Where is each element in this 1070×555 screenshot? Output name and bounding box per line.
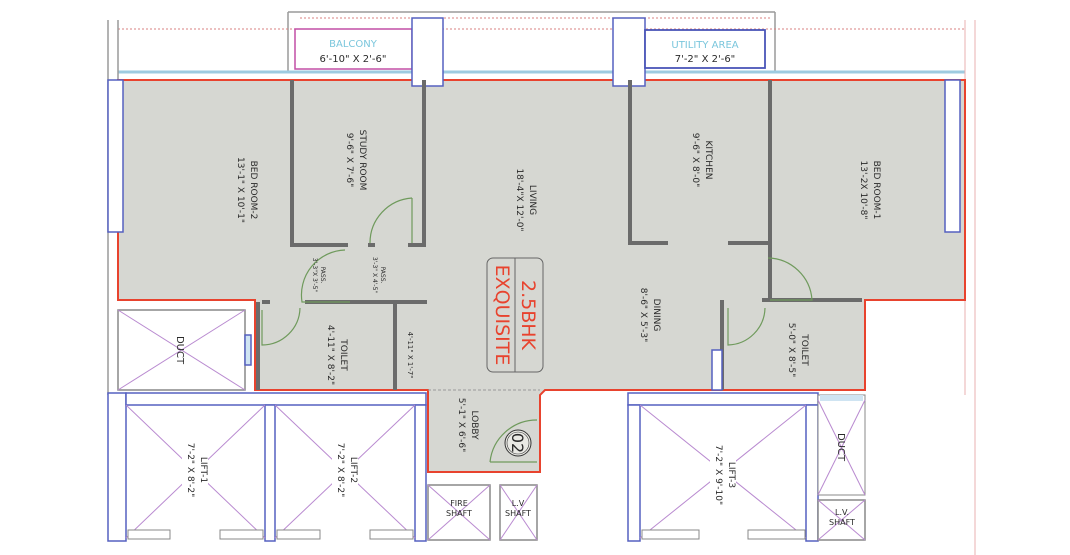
room-size: 8'-6" X 5'-3" (638, 288, 648, 343)
shaft-line1: L.V (512, 499, 525, 508)
window (944, 79, 961, 233)
room-living: LIVING 18'-4"X 12'-0" (514, 168, 537, 231)
duct-right: DUCT (817, 394, 866, 496)
shaft-line2: SHAFT (505, 509, 531, 518)
shaft-line1: L.V. (835, 508, 849, 517)
duct-label: DUCT (174, 336, 185, 365)
lift-size: 7'-2" X 8'-2" (185, 443, 195, 498)
balcony: BALCONY 6'-10" X 2'-6" (294, 28, 413, 70)
room-name: BED ROOM-1 (871, 161, 881, 220)
room-pass-1: PASS. 3'-3"X 3'-5" (311, 258, 326, 293)
room-closet: 4'-11" X 1'-7" (406, 332, 414, 379)
room-size: 9'-6" X 8'-0" (690, 133, 700, 188)
room-kitchen: KITCHEN 9'-6" X 8'-0" (690, 133, 713, 188)
room-name: LOBBY (469, 410, 479, 440)
lift-name: LIFT-3 (726, 462, 736, 488)
room-toilet-right: TOILET 5'-0" X 8'-5" (786, 323, 809, 378)
room-size: 3'-3"X 3'-5" (311, 258, 318, 293)
unit-number-text: 02 (508, 433, 527, 453)
balcony-size: 6'-10" X 2'-6" (320, 54, 387, 65)
room-size: 13'-1" X 10'-1" (235, 157, 245, 223)
lift-3: LIFT-3 7'-2" X 9'-10" (639, 404, 807, 540)
room-lobby: LOBBY 5'-1" X 6'-6" (456, 398, 479, 453)
balcony-label: BALCONY (329, 39, 378, 50)
lift-name: LIFT-2 (348, 457, 358, 483)
lift-size: 7'-2" X 8'-2" (335, 443, 345, 498)
room-name: PASS. (379, 267, 386, 284)
room-size: 9'-6" X 7'-6" (344, 133, 354, 188)
room-name: DINING (651, 299, 661, 332)
room-dining: DINING 8'-6" X 5'-3" (638, 288, 661, 343)
apartment-floor (117, 79, 966, 473)
room-bedroom-1: BED ROOM-1 13'-2X 10'-8" (858, 161, 881, 220)
duct-label: DUCT (835, 433, 846, 462)
lift-name: LIFT-1 (198, 457, 208, 483)
shaft-line2: SHAFT (829, 518, 855, 527)
column (411, 17, 444, 87)
room-study: STUDY ROOM 9'-6" X 7'-6" (344, 130, 367, 191)
shaft-line2: SHAFT (446, 509, 472, 518)
room-size: 4'-11" X 8'-2" (325, 325, 335, 385)
room-name: STUDY ROOM (357, 130, 367, 191)
room-toilet-left: TOILET 4'-11" X 8'-2" (325, 325, 348, 385)
room-size: 13'-2X 10'-8" (858, 161, 868, 220)
utility-size: 7'-2" X 2'-6" (675, 54, 736, 65)
doors (261, 197, 813, 463)
lift-2: LIFT-2 7'-2" X 8'-2" (274, 404, 416, 540)
room-bedroom-2: BED ROOM-2 13'-1" X 10'-1" (235, 157, 258, 223)
utility-area: UTILITY AREA 7'-2" X 2'-6" (644, 29, 766, 69)
window (107, 79, 124, 233)
shaft-line1: FIRE (450, 499, 468, 508)
room-size: 18'-4"X 12'-0" (514, 168, 524, 231)
room-pass-2: PASS. 3'-3" X 4'-5" (371, 257, 386, 294)
lv-shaft-left: L.V SHAFT (499, 484, 538, 541)
room-size: 5'-1" X 6'-6" (456, 398, 466, 453)
duct-left: DUCT (117, 309, 252, 391)
column (612, 17, 646, 87)
room-name: BED ROOM-2 (248, 161, 258, 220)
room-name: TOILET (799, 333, 809, 366)
lv-shaft-right: L.V. SHAFT (817, 499, 866, 541)
lift-size: 7'-2" X 9'-10" (713, 445, 723, 505)
badge-line2: EXQUISITE (491, 265, 513, 366)
badge-line1: 2.5BHK (517, 280, 539, 351)
fire-shaft: FIRE SHAFT (427, 484, 491, 541)
room-name: TOILET (338, 338, 348, 371)
room-size: 5'-0" X 8'-5" (786, 323, 796, 378)
unit-type-badge: 2.5BHK EXQUISITE (486, 257, 544, 373)
room-name: PASS. (319, 267, 326, 284)
unit-number: 02 (504, 429, 532, 457)
lift-1: LIFT-1 7'-2" X 8'-2" (125, 404, 266, 540)
room-name: KITCHEN (703, 141, 713, 180)
room-name: LIVING (527, 185, 537, 215)
room-size: 3'-3" X 4'-5" (371, 257, 378, 294)
room-size: 4'-11" X 1'-7" (406, 332, 414, 379)
utility-label: UTILITY AREA (671, 40, 738, 51)
